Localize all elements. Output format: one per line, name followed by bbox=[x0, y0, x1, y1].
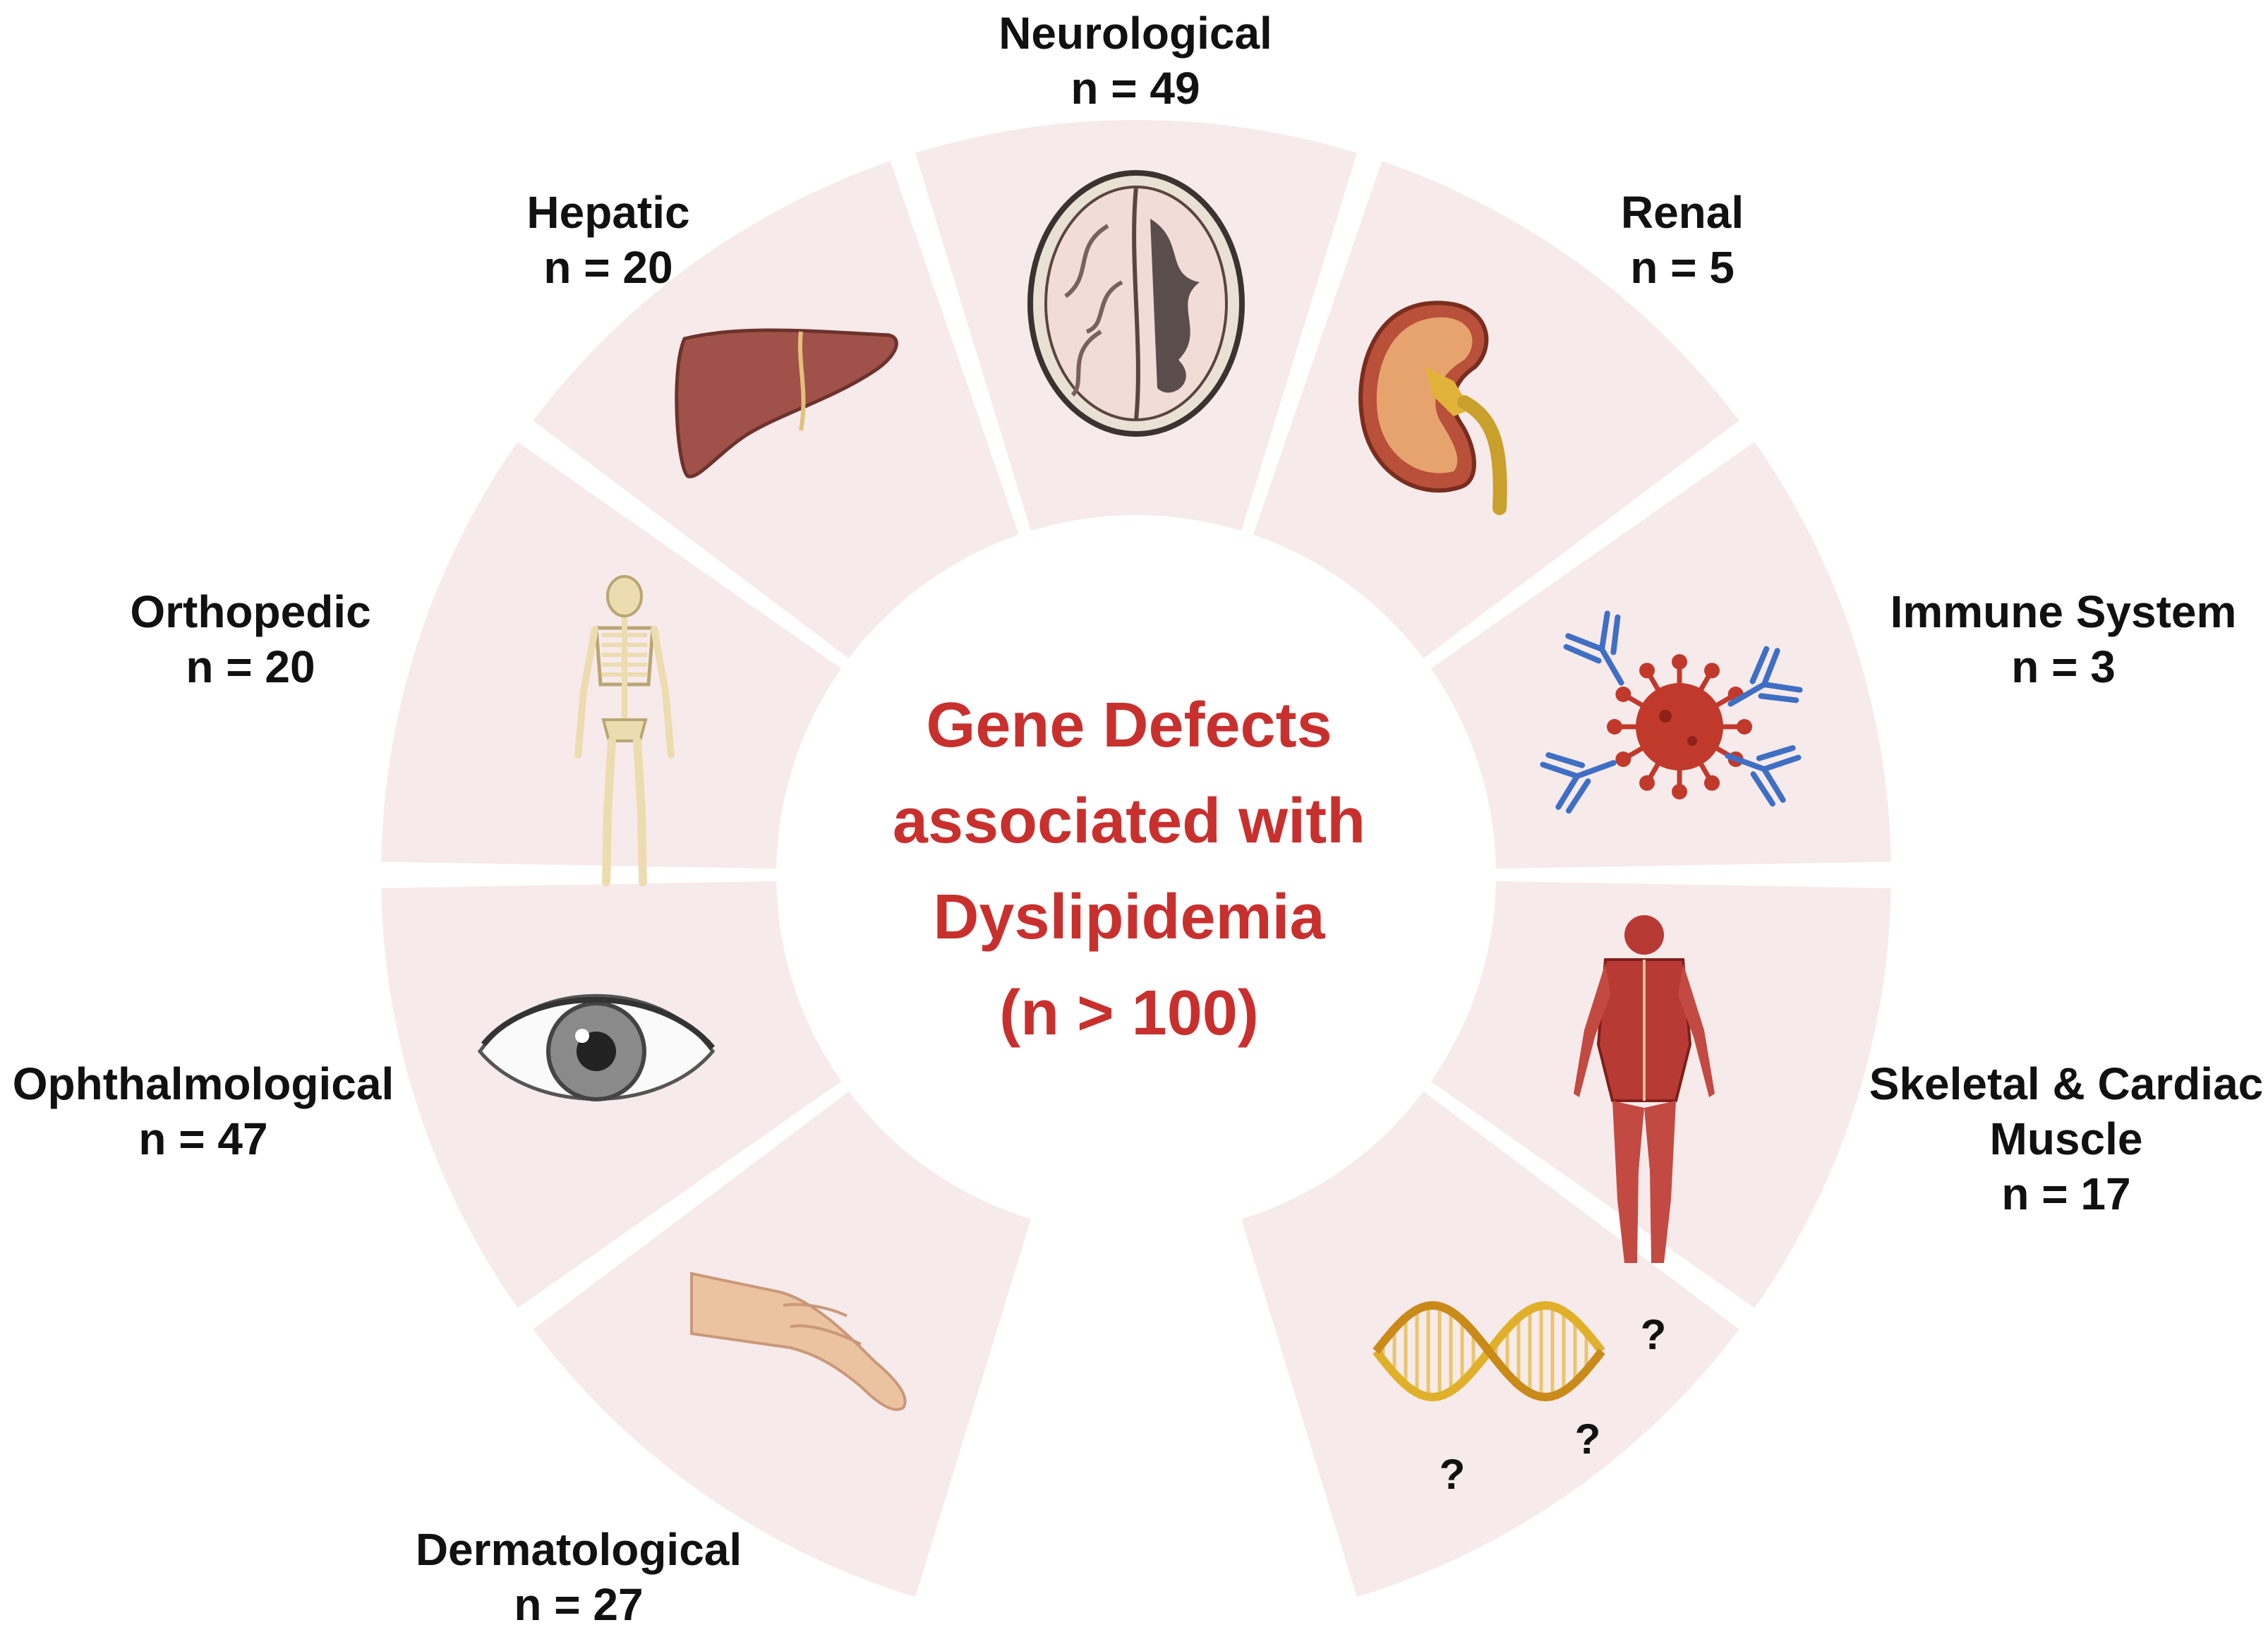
label-hepatic: Hepatic n = 20 bbox=[526, 185, 689, 295]
question-mark: ? bbox=[1575, 1415, 1601, 1463]
question-mark: ? bbox=[1440, 1451, 1466, 1498]
category-count: n = 20 bbox=[543, 242, 673, 293]
label-dermatological: Dermatological n = 27 bbox=[416, 1522, 742, 1632]
label-neurological: Neurological n = 49 bbox=[999, 6, 1272, 116]
liver-icon bbox=[675, 328, 898, 478]
category-count: n = 47 bbox=[138, 1113, 268, 1164]
category-name: Skeletal & Cardiac bbox=[1869, 1058, 2264, 1109]
brain-icon bbox=[1027, 170, 1245, 437]
segment-virus-antibody bbox=[1430, 442, 1891, 869]
category-name: Hepatic bbox=[526, 187, 690, 238]
category-count: n = 5 bbox=[1630, 242, 1735, 293]
category-name: Immune System bbox=[1890, 586, 2237, 637]
segment-kidney bbox=[1253, 161, 1739, 659]
kidney-icon bbox=[1358, 301, 1507, 515]
center-title-line: Dyslipidemia bbox=[933, 882, 1325, 953]
category-count: n = 27 bbox=[514, 1579, 644, 1630]
virus-antibody-icon bbox=[1540, 610, 1803, 814]
category-name: Renal bbox=[1620, 187, 1744, 238]
center-title-line: (n > 100) bbox=[999, 978, 1259, 1049]
category-count: n = 20 bbox=[186, 641, 315, 692]
category-count: n = 17 bbox=[2001, 1168, 2131, 1219]
category-name: Dermatological bbox=[415, 1524, 742, 1575]
label-orthopedic: Orthopedic n = 20 bbox=[130, 584, 370, 694]
category-count: n = 49 bbox=[1070, 63, 1200, 114]
center-title-line: Gene Defects bbox=[926, 690, 1332, 761]
category-name: Ophthalmological bbox=[12, 1058, 394, 1109]
label-skeletal-cardiac-muscle: Skeletal & Cardiac Muscle n = 17 bbox=[1869, 1056, 2264, 1221]
label-ophthalmological: Ophthalmological n = 47 bbox=[13, 1056, 394, 1166]
muscle-body-icon bbox=[1574, 915, 1715, 1263]
center-title: Gene Defects associated with Dyslipidemi… bbox=[847, 677, 1411, 1061]
center-title-line: associated with bbox=[892, 786, 1366, 857]
label-renal: Renal n = 5 bbox=[1621, 185, 1744, 295]
category-name: Muscle bbox=[1989, 1113, 2143, 1164]
category-name: Orthopedic bbox=[130, 586, 371, 637]
question-mark: ? bbox=[1641, 1311, 1667, 1358]
category-name: Neurological bbox=[999, 8, 1272, 59]
label-immune-system: Immune System n = 3 bbox=[1890, 584, 2237, 694]
skeleton-icon bbox=[574, 575, 675, 886]
hand-icon bbox=[690, 1271, 907, 1411]
dna-icon bbox=[1373, 1300, 1605, 1402]
eye-icon bbox=[477, 993, 716, 1101]
category-count: n = 3 bbox=[2011, 641, 2116, 692]
